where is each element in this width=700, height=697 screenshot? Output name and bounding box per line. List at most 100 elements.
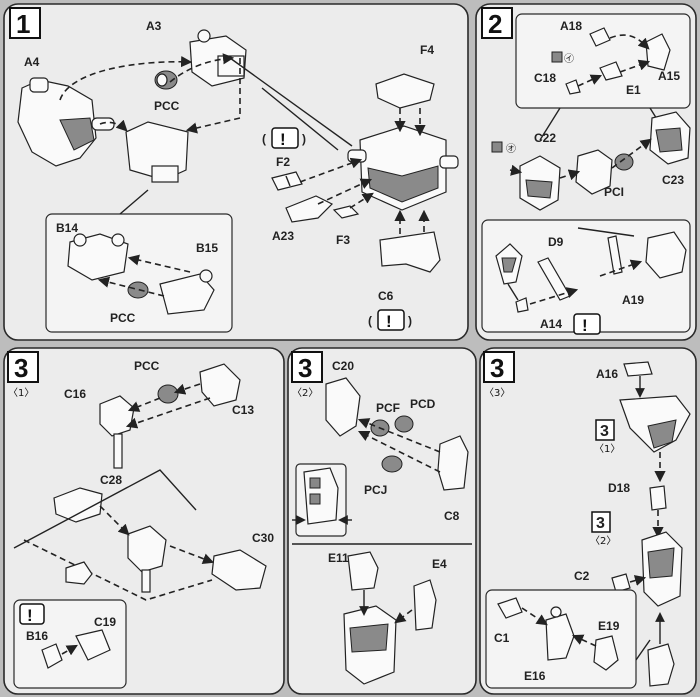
part-label: PCC xyxy=(154,99,180,113)
svg-text:(: ( xyxy=(262,132,266,146)
step-sub-number: 〈3〉 xyxy=(484,387,510,399)
polycap-pc-i xyxy=(614,153,634,171)
inset-b14-b15 xyxy=(45,189,233,333)
part-label: B14 xyxy=(56,221,78,235)
part-c30 xyxy=(211,549,267,591)
part-label: E19 xyxy=(598,619,620,633)
svg-text:3: 3 xyxy=(600,423,609,440)
part-label: A23 xyxy=(272,229,294,243)
part-small-knob xyxy=(65,561,93,585)
step-number: 2 xyxy=(488,9,502,39)
part-label: E4 xyxy=(432,557,447,571)
part-label: F3 xyxy=(336,233,350,247)
part-shoulder-ball xyxy=(127,525,167,593)
inset-antenna xyxy=(481,219,691,333)
part-label: A19 xyxy=(622,293,644,307)
svg-text:): ) xyxy=(408,314,412,328)
part-e4 xyxy=(413,579,437,631)
part-label: C8 xyxy=(444,509,460,523)
part-a4 xyxy=(17,77,115,167)
step-1-labels: A4 A3 PCC B14 B15 PCC F4 F2 A23 F3 C6 xyxy=(24,19,434,325)
part-head-center xyxy=(575,149,613,195)
part-c28 xyxy=(53,487,103,523)
part-label: PCC xyxy=(134,359,160,373)
part-e11 xyxy=(347,551,379,591)
part-label: F2 xyxy=(276,155,290,169)
step-3-2-panel: 3 〈2〉 xyxy=(287,347,477,695)
step-number: 3 xyxy=(14,353,28,383)
polycap-pc-c xyxy=(157,384,179,404)
step-number: 3 xyxy=(298,353,312,383)
svg-text:〈2〉: 〈2〉 xyxy=(590,535,616,547)
step-sub-number: 〈1〉 xyxy=(8,387,34,399)
part-label: F4 xyxy=(420,43,434,57)
step-3-1-labels: PCC C16 C13 C28 C30 B16 C19 xyxy=(26,359,274,643)
part-label: C6 xyxy=(378,289,394,303)
part-label: PCC xyxy=(110,311,136,325)
tool-mark: ㋑ xyxy=(564,53,574,65)
ref-step-3-1: 3 〈1〉 xyxy=(594,419,620,455)
part-f2 xyxy=(271,171,303,191)
step-3-1-panel: 3 〈1〉 xyxy=(3,347,285,695)
tool-mark: ㋔ xyxy=(506,143,516,155)
part-label: D9 xyxy=(548,235,564,249)
part-label: A15 xyxy=(658,69,680,83)
part-label: C28 xyxy=(100,473,122,487)
svg-text:3: 3 xyxy=(596,515,605,532)
part-label: C20 xyxy=(332,359,354,373)
part-label: PCI xyxy=(604,185,624,199)
part-c13 xyxy=(199,363,241,407)
step-number-box xyxy=(291,351,323,383)
part-label: E1 xyxy=(626,83,641,97)
part-label: E16 xyxy=(524,669,546,683)
part-d18 xyxy=(649,485,667,511)
polycap-pc-c xyxy=(154,70,178,90)
part-shoulder-armor xyxy=(619,395,691,453)
svg-text:): ) xyxy=(302,132,306,146)
polycap-pc-d xyxy=(394,415,414,433)
part-c2 xyxy=(611,573,631,593)
part-c23-head xyxy=(649,111,691,165)
step-2-labels: A18 A15 E1 C18 C22 C23 PCI D9 A19 A14 xyxy=(534,19,684,331)
caution-box xyxy=(19,603,45,625)
caution-mark: ! xyxy=(280,130,286,149)
part-label: C18 xyxy=(534,71,556,85)
polycap-pc-j xyxy=(381,455,403,473)
part-label: PCJ xyxy=(364,483,387,497)
part-c16-arm xyxy=(99,395,135,469)
step-number-box xyxy=(7,351,39,383)
step-3-3-labels: A16 D18 C2 C1 E19 E16 xyxy=(494,367,630,683)
part-c8 xyxy=(437,435,469,491)
part-c6 xyxy=(379,231,441,273)
part-f3 xyxy=(332,205,360,219)
part-label: C22 xyxy=(534,131,556,145)
part-center-block xyxy=(125,121,189,183)
inset-hand xyxy=(485,589,651,689)
svg-text:(: ( xyxy=(368,314,372,328)
part-label: C1 xyxy=(494,631,510,645)
part-label: A4 xyxy=(24,55,40,69)
part-label: A18 xyxy=(560,19,582,33)
part-label: C2 xyxy=(574,569,590,583)
part-label: D18 xyxy=(608,481,630,495)
part-label: A3 xyxy=(146,19,162,33)
part-lower-arm xyxy=(641,531,683,607)
ref-step-3-2: 3 〈2〉 xyxy=(590,511,616,547)
step-number-box xyxy=(483,351,515,383)
step-number-box xyxy=(481,7,513,39)
step-3-2-labels: C20 PCF PCD PCJ C8 E11 E4 xyxy=(328,359,460,571)
step-number-box xyxy=(9,7,41,39)
caution-mark: ! xyxy=(582,316,588,335)
part-label: B15 xyxy=(196,241,218,255)
part-a16 xyxy=(623,361,653,377)
part-label: C19 xyxy=(94,615,116,629)
part-label: A14 xyxy=(540,317,562,331)
part-label: C30 xyxy=(252,531,274,545)
part-label: PCF xyxy=(376,401,400,415)
step-number: 1 xyxy=(16,9,30,39)
caution-mark: ! xyxy=(27,606,33,625)
part-forearm-assembly xyxy=(343,605,397,685)
part-label: A16 xyxy=(596,367,618,381)
part-label: C13 xyxy=(232,403,254,417)
